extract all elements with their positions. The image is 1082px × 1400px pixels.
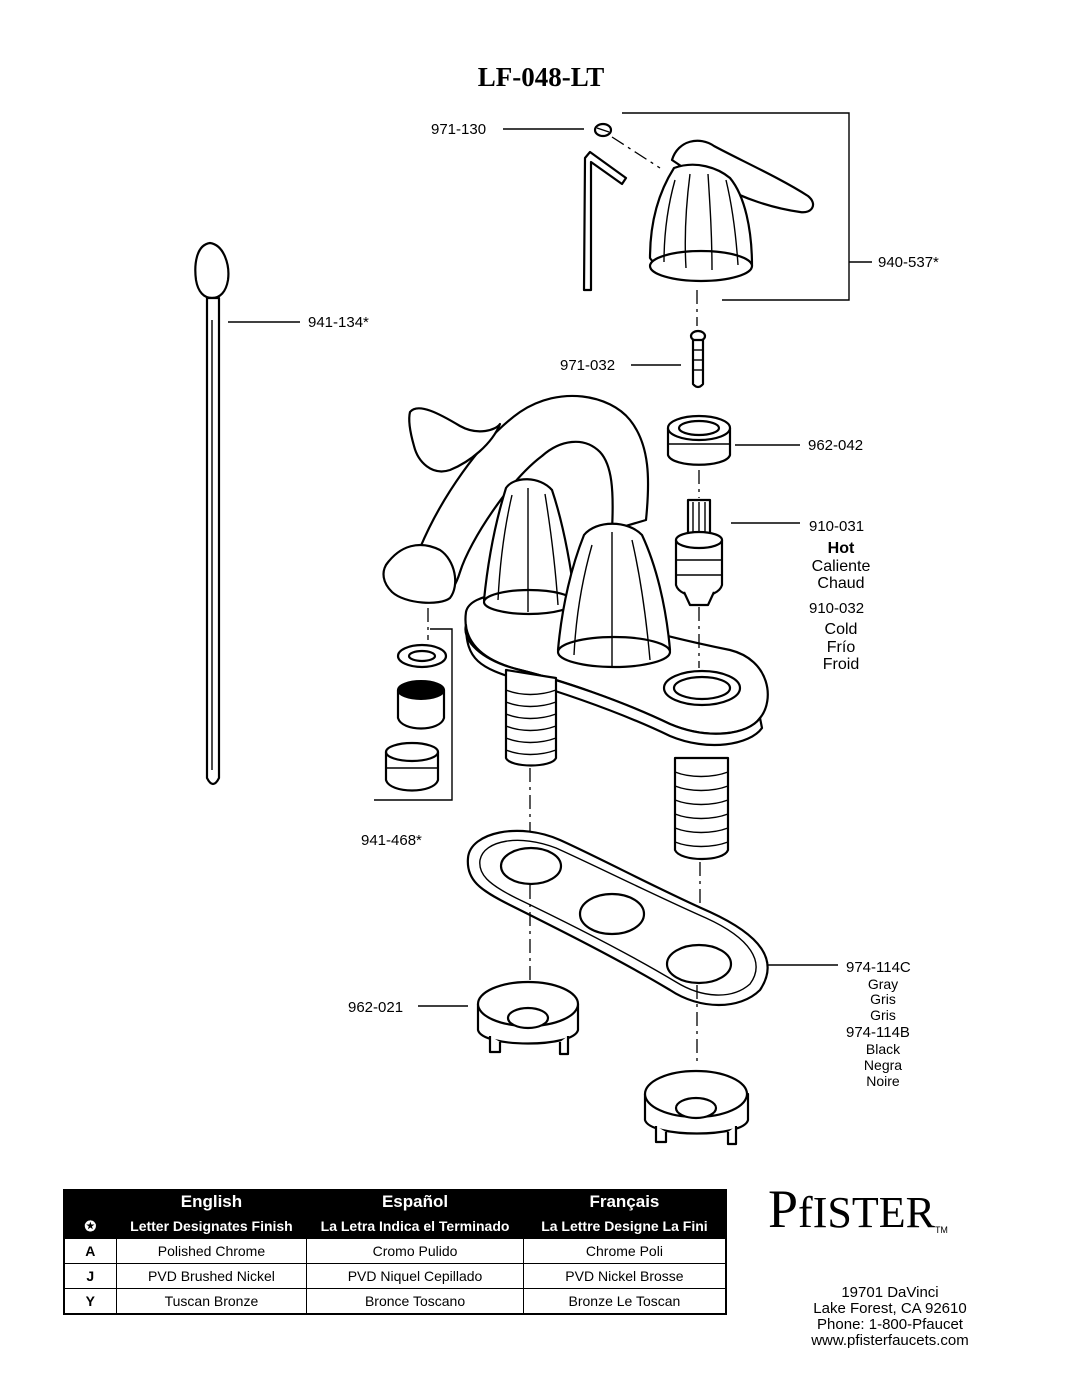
finish-english: Tuscan Bronze [115,1288,308,1315]
table-row: J PVD Brushed Nickel PVD Niquel Cepillad… [63,1263,727,1289]
label-962-021: 962-021 [348,999,403,1016]
subheader-francais: La Lettre Designe La Fini [522,1213,727,1239]
finish-english: PVD Brushed Nickel [115,1263,308,1289]
label-971-032: 971-032 [560,357,615,374]
allen-wrench-part [582,150,628,292]
finish-code: Y [63,1288,117,1315]
label-910-032: 910-032 [809,600,864,617]
faucet-body-part [382,394,769,860]
label-962-042: 962-042 [808,437,863,454]
logo-text: fISTER [798,1188,935,1237]
label-black: Black [866,1041,901,1057]
subheader-espanol: La Letra Indica el Terminado [306,1213,524,1239]
label-gray: Gray [868,976,898,992]
phone-number: Phone: 1-800-Pfaucet [817,1316,963,1333]
label-974-114c: 974-114C [846,959,911,976]
label-941-134: 941-134* [308,314,369,331]
header-english: English [115,1189,308,1214]
address-line-1: 19701 DaVinci [841,1284,939,1301]
finish-francais: PVD Nickel Brosse [522,1263,727,1289]
finish-francais: Chrome Poli [522,1238,727,1264]
label-froid: Froid [823,656,859,673]
finish-espanol: PVD Niquel Cepillado [306,1263,524,1289]
table-row: A Polished Chrome Cromo Pulido Chrome Po… [63,1238,727,1264]
label-caliente: Caliente [812,558,871,575]
label-940-537: 940-537* [878,254,939,271]
cartridge-part [674,498,724,607]
finish-espanol: Cromo Pulido [306,1238,524,1264]
header-espanol: Español [306,1189,524,1214]
deck-plate-part [466,829,769,1006]
handle-part [648,139,815,283]
label-cold: Cold [825,621,858,638]
label-941-468: 941-468* [361,832,422,849]
finish-table: English Español Français ✪ Letter Design… [63,1189,727,1315]
logo-initial: P [768,1179,799,1239]
label-971-130: 971-130 [431,121,486,138]
finish-espanol: Bronce Toscano [306,1288,524,1315]
set-screw-part [593,122,613,138]
label-hot: Hot [828,540,855,557]
finish-code: J [63,1263,117,1289]
label-974-114b: 974-114B [846,1024,910,1041]
exploded-parts-diagram: 941-134* 971-130 940-537* 971-032 [194,112,939,1146]
diagram-title: LF-048-LT [477,62,605,92]
mounting-nut-left-part [476,980,580,1056]
label-noire: Noire [866,1073,900,1089]
finish-francais: Bronze Le Toscan [522,1288,727,1315]
label-gris-2: Gris [870,1007,896,1023]
label-negra: Negra [864,1057,902,1073]
finish-english: Polished Chrome [115,1238,308,1264]
label-gris-1: Gris [870,991,896,1007]
lift-rod-part [194,241,230,786]
website-link[interactable]: www.pfisterfaucets.com [811,1332,969,1349]
finish-table-lang-header-row: English Español Français [63,1189,727,1214]
aerator-part [384,643,448,792]
bonnet-nut-part [666,414,732,466]
mounting-nut-right-part [643,1069,750,1146]
logo-trademark: TM [934,1225,948,1235]
header-francais: Français [522,1189,727,1214]
brand-address: 19701 DaVinci Lake Forest, CA 92610 Phon… [790,1285,990,1349]
label-frio: Frío [827,639,856,656]
finish-table-subheader-row: ✪ Letter Designates Finish La Letra Indi… [63,1213,727,1239]
label-910-031: 910-031 [809,518,864,535]
pfister-logo: PfISTERTM [768,1178,998,1240]
label-chaud: Chaud [817,575,864,592]
finish-symbol: ✪ [63,1213,117,1239]
address-line-2: Lake Forest, CA 92610 [813,1300,967,1317]
subheader-english: Letter Designates Finish [115,1213,308,1239]
adapter-screw-part [689,329,707,389]
table-row: Y Tuscan Bronze Bronce Toscano Bronze Le… [63,1288,727,1315]
finish-code: A [63,1238,117,1264]
brand-block: PfISTERTM [768,1178,998,1240]
finish-table-corner [63,1189,117,1214]
